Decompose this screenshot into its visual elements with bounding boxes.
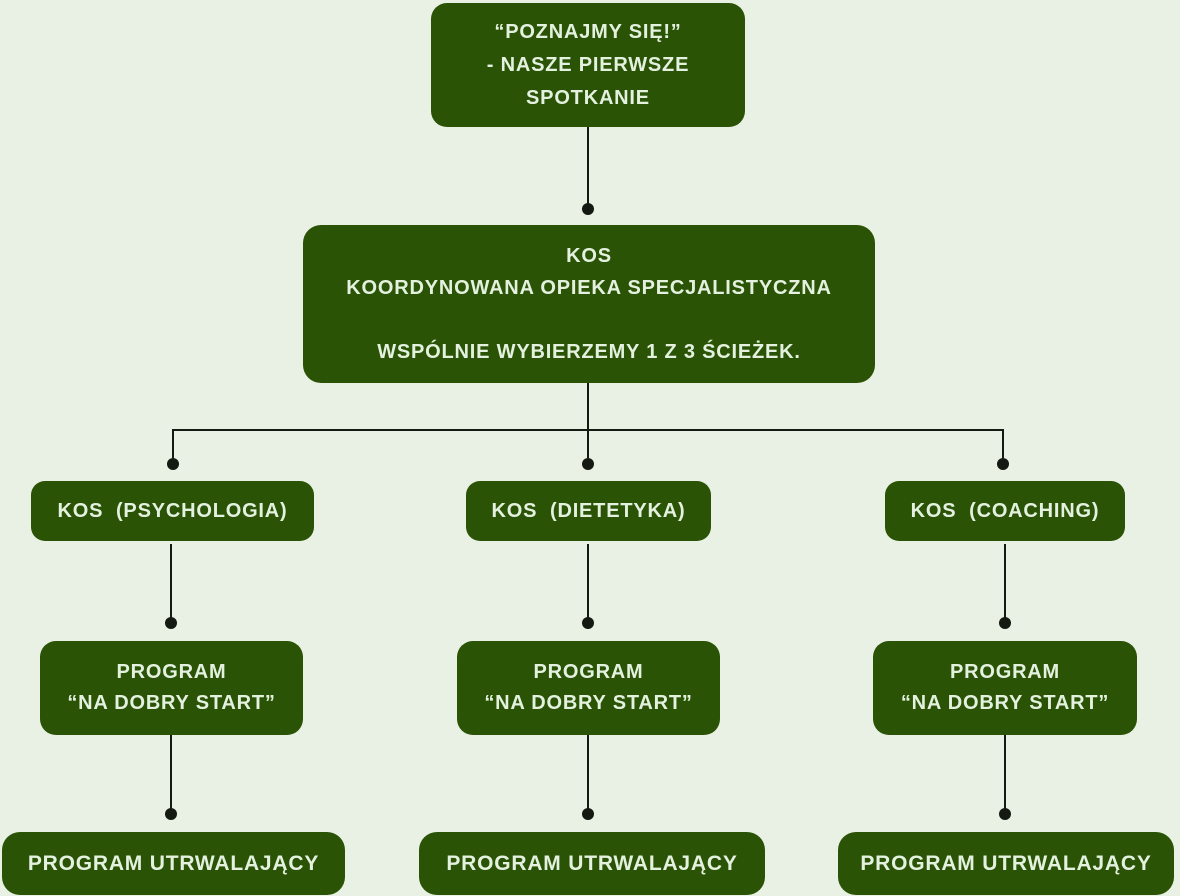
connector-branch-bar bbox=[172, 429, 1004, 431]
node-program-start-psychologia: PROGRAM “NA DOBRY START” bbox=[40, 641, 303, 735]
node-path-psychologia-label: KOS (PSYCHOLOGIA) bbox=[57, 500, 288, 522]
connector-dot bbox=[582, 203, 594, 215]
node-program-start-line1: PROGRAM bbox=[533, 661, 644, 683]
node-intro-line3: SPOTKANIE bbox=[526, 86, 650, 109]
node-program-utrwalajacy-dietetyka: PROGRAM UTRWALAJĄCY bbox=[419, 832, 765, 895]
node-path-psychologia: KOS (PSYCHOLOGIA) bbox=[31, 481, 314, 541]
connector-dot bbox=[582, 617, 594, 629]
connector-intro-kos bbox=[587, 127, 589, 204]
node-kos-line3: WSPÓLNIE WYBIERZEMY 1 Z 3 ŚCIEŻEK. bbox=[377, 341, 801, 363]
node-program-utrwalajacy-label: PROGRAM UTRWALAJĄCY bbox=[860, 851, 1152, 875]
node-path-dietetyka-label: KOS (DIETETYKA) bbox=[491, 500, 686, 522]
connector-psych-start bbox=[170, 544, 172, 618]
node-program-start-coaching: PROGRAM “NA DOBRY START” bbox=[873, 641, 1137, 735]
connector-kos-stem bbox=[587, 383, 589, 458]
connector-dot bbox=[582, 458, 594, 470]
connector-dot bbox=[167, 458, 179, 470]
node-program-start-line2: “NA DOBRY START” bbox=[484, 692, 693, 714]
connector-dot bbox=[999, 808, 1011, 820]
connector-dot bbox=[165, 617, 177, 629]
connector-start-final-right bbox=[1004, 735, 1006, 809]
node-program-utrwalajacy-label: PROGRAM UTRWALAJĄCY bbox=[27, 851, 320, 875]
connector-start-final-mid bbox=[587, 735, 589, 809]
node-intro-line2: - NASZE PIERWSZE bbox=[486, 53, 690, 76]
connector-diet-start bbox=[587, 544, 589, 618]
node-program-start-dietetyka: PROGRAM “NA DOBRY START” bbox=[457, 641, 720, 735]
connector-branch-left bbox=[172, 429, 174, 458]
connector-dot bbox=[997, 458, 1009, 470]
connector-coach-start bbox=[1004, 544, 1006, 618]
node-intro-meeting: “POZNAJMY SIĘ!” - NASZE PIERWSZE SPOTKAN… bbox=[431, 3, 745, 127]
node-intro-line1: “POZNAJMY SIĘ!” bbox=[494, 20, 682, 43]
node-program-start-line2: “NA DOBRY START” bbox=[67, 692, 276, 714]
connector-dot bbox=[999, 617, 1011, 629]
connector-dot bbox=[582, 808, 594, 820]
node-kos-line2: KOORDYNOWANA OPIEKA SPECJALISTYCZNA bbox=[346, 277, 832, 299]
node-program-utrwalajacy-label: PROGRAM UTRWALAJĄCY bbox=[446, 851, 738, 875]
node-program-start-line1: PROGRAM bbox=[116, 661, 227, 683]
node-path-dietetyka: KOS (DIETETYKA) bbox=[466, 481, 711, 541]
connector-branch-right bbox=[1002, 429, 1004, 458]
node-kos-line1: KOS bbox=[566, 245, 612, 267]
node-kos-coordinated-care: KOS KOORDYNOWANA OPIEKA SPECJALISTYCZNA … bbox=[303, 225, 875, 383]
connector-start-final-left bbox=[170, 735, 172, 809]
node-program-start-line2: “NA DOBRY START” bbox=[900, 692, 1110, 714]
node-path-coaching-label: KOS (COACHING) bbox=[910, 500, 1100, 522]
node-program-start-line1: PROGRAM bbox=[949, 661, 1061, 683]
node-program-utrwalajacy-psychologia: PROGRAM UTRWALAJĄCY bbox=[2, 832, 345, 895]
node-path-coaching: KOS (COACHING) bbox=[885, 481, 1125, 541]
connector-dot bbox=[165, 808, 177, 820]
node-program-utrwalajacy-coaching: PROGRAM UTRWALAJĄCY bbox=[838, 832, 1174, 895]
